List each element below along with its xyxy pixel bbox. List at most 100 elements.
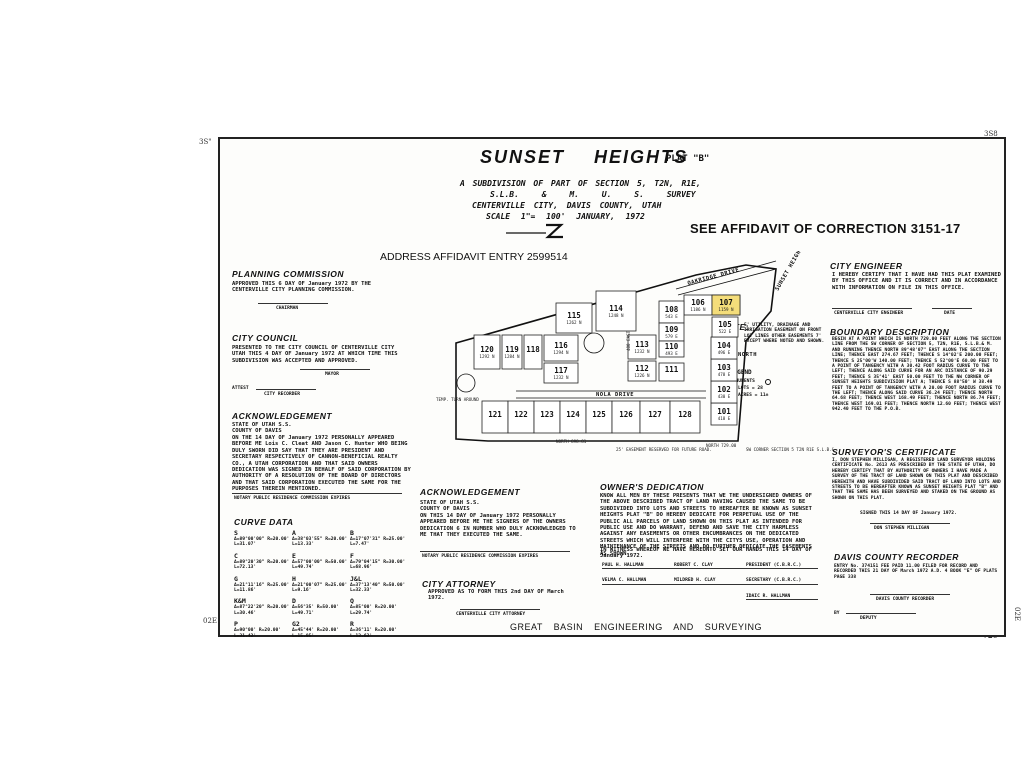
owner-name	[602, 594, 674, 600]
city-attorney-signature-line	[460, 609, 540, 610]
city-engineer-heading: CITY ENGINEER	[830, 261, 903, 271]
owner-name: PRESIDENT (C.B.R.C.)	[746, 563, 818, 570]
ack-left-county: COUNTY OF DAVIS	[232, 428, 282, 434]
lot-116	[543, 334, 579, 362]
recorder-deputy-by: BY	[834, 611, 840, 616]
street-label-nola: NOLA DRIVE	[596, 392, 634, 398]
lot-number: 123	[540, 410, 554, 419]
plat-designation: PLAT "B"	[666, 154, 710, 164]
curve-values: Δ=79°04'15" R=30.00' L=68.96'	[350, 559, 406, 571]
lot-117	[543, 362, 579, 384]
curve-id: Q	[350, 597, 354, 606]
ack-left-text: ON THE 14 DAY OF January 1972 PERSONALLY…	[232, 435, 411, 493]
recorder-heading: DAVIS COUNTY RECORDER	[834, 552, 959, 562]
legend-lots: LOTS = 28	[738, 386, 763, 391]
street-label-400-east: 400 EAST	[626, 330, 631, 351]
lot-124	[559, 400, 587, 434]
lot-address: 1186 N	[690, 307, 706, 312]
lot-address: 1292 N	[479, 354, 495, 359]
lot-number: 119	[505, 345, 519, 354]
lot-107	[711, 294, 741, 316]
lot-number: 111	[665, 365, 679, 374]
owner-name: PAUL H. HALLMAN	[602, 563, 674, 570]
lot-number: 103	[717, 363, 731, 372]
cul-de-sac	[583, 332, 605, 354]
bottom-bearing-label: NORTH 898.81	[556, 439, 587, 444]
city-engineer-text: I HEREBY CERTIFY THAT I HAVE HAD THIS PL…	[832, 272, 1001, 291]
curve-id: J&L	[350, 574, 362, 583]
lot-number: 128	[678, 410, 692, 419]
owners-signature-block: PAUL H. HALLMAN ROBERT C. CLAY PRESIDENT…	[602, 563, 818, 601]
surveyor-text: I, DON STEPHEN MILLIGAN, A REGISTERED LA…	[832, 458, 1001, 501]
curve-values: Δ=57°00'00" R=50.00' L=49.74'	[292, 559, 348, 571]
surveyor-signer: DON STEPHEN MILLIGAN	[874, 526, 930, 531]
north-arrow	[506, 223, 564, 239]
lot-number: 106	[691, 298, 705, 307]
lot-number: 126	[619, 410, 633, 419]
curve-values: Δ=21°11'16" R=25.00' L=11.86'	[234, 582, 290, 594]
legend-heading: LEGEND	[730, 369, 752, 376]
surveyor-signed-date: SIGNED THIS 14 DAY OF January 1972.	[860, 511, 957, 516]
lot-number: 113	[635, 340, 649, 349]
sunset-heights-plat-a-label: SUNSET HEIGHTS PLAT A	[775, 251, 820, 292]
lot-address: 1226 N	[634, 373, 650, 378]
curve-values: Δ=37°13'40" R=50.00' L=32.33'	[350, 582, 406, 594]
lot-number: 102	[717, 385, 731, 394]
affidavit-note: SEE AFFIDAVIT OF CORRECTION 3151-17	[690, 221, 961, 236]
ack-mid-signature-line	[420, 551, 570, 552]
lot-address: 478 E	[718, 372, 731, 377]
owner-name: SECRETARY (C.B.R.C.)	[746, 578, 818, 585]
owner-name: IDAIC R. HALLMAN	[746, 594, 818, 601]
recorder-deputy-label: DEPUTY	[860, 616, 877, 621]
curve-values: Δ=36°11' R=20.00' L=12.63'	[350, 628, 398, 639]
sw-corner-label: SW CORNER SECTION 5 T2N R1E S.L.B.& M.	[746, 447, 836, 452]
lot-address: 1284 N	[504, 354, 520, 359]
ack-left-heading: ACKNOWLEDGEMENT	[232, 411, 333, 421]
title-line-2: S.L.B. & M. U. S. SURVEY	[490, 190, 696, 199]
margin-note-right-side: 02E	[1013, 606, 1022, 622]
surveyor-heading: SURVEYOR'S CERTIFICATE	[832, 447, 957, 457]
lot-number: 101	[717, 407, 731, 416]
street-label-oakridge: OAKRIDGE DRIVE	[687, 267, 740, 287]
ack-mid-footer: NOTARY PUBLIC RESIDENCE COMMISSION EXPIR…	[422, 554, 539, 559]
boundary-text: BEGIN AT A POINT WHICH IS NORTH 729.00 F…	[832, 337, 1001, 413]
curve-values: Δ=89°00'00" R=20.00' L=31.07'	[234, 537, 290, 548]
lot-address: 1232 N	[634, 349, 650, 354]
margin-note-bottom-left: 02E	[203, 617, 218, 625]
lot-113	[627, 334, 657, 360]
ack-mid-heading: ACKNOWLEDGEMENT	[420, 487, 521, 497]
lot-address: 1159 N	[718, 307, 734, 312]
city-engineer-date-line	[932, 308, 972, 309]
street-label-north: NORTH	[738, 352, 757, 358]
ack-left-state: STATE OF UTAH S.S.	[232, 422, 292, 428]
attest-signature-line	[256, 389, 316, 390]
ack-mid-text: ON THIS 14 DAY OF January 1972 PERSONALL…	[420, 513, 576, 539]
owner-name: ROBERT C. CLAY	[674, 563, 746, 570]
surveyor-signature-line	[870, 523, 950, 524]
city-attorney-heading: CITY ATTORNEY	[422, 579, 496, 589]
lot-120	[473, 334, 501, 370]
note-text: 5' UTILITY, DRAINAGE AND IRRIGATION EASE…	[744, 323, 825, 345]
lot-number: 114	[609, 304, 623, 313]
lot-number: 124	[566, 410, 580, 419]
lot-address: 579 E	[665, 334, 678, 339]
lot-number: 127	[648, 410, 662, 419]
city-engineer-signature-line	[832, 308, 912, 309]
recorder-deputy-line	[846, 613, 916, 614]
owners-witness: IN WITNESS WHEREOF WE HAVE HEREUNTO SET …	[600, 547, 812, 560]
curve-values: Δ=89°20'30" R=20.00' L=72.13'	[234, 559, 290, 571]
oakridge-drive-edge	[677, 268, 777, 296]
lot-number: 109	[665, 325, 679, 334]
curve-id: P	[234, 620, 238, 629]
lot-number: 125	[592, 410, 606, 419]
city-recorder-label: CITY RECORDER	[264, 392, 300, 397]
